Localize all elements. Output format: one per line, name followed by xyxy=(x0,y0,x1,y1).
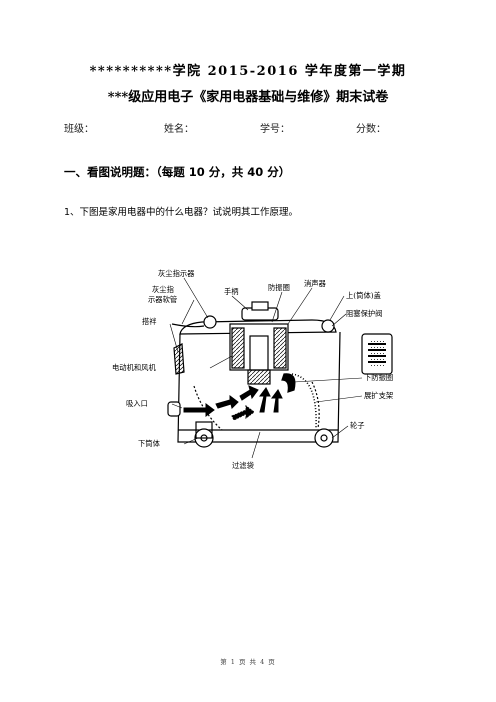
label-dust-indicator: 灰尘指示器 xyxy=(158,269,195,278)
label-top-cover: 上(筒体)盖 xyxy=(346,291,381,300)
label-buckle: 搭袢 xyxy=(142,317,157,326)
label-vibration-ring: 防振圈 xyxy=(268,283,290,292)
label-dust-hose-2: 示器软管 xyxy=(148,295,177,304)
label-wheel: 轮子 xyxy=(350,421,365,430)
class-field: 班级： xyxy=(64,124,94,135)
exam-subtitle: ***级应用电子《家用电器基础与维修》期末试卷 xyxy=(107,90,389,105)
label-muffler: 消声器 xyxy=(304,279,327,288)
vacuum-cleaner-diagram: 灰尘指示器 灰尘指 示器软管 手柄 防振圈 消声器 上(筒体)盖 阻塞保护阀 搭… xyxy=(112,269,393,470)
page-footer: 第 1 页 共 4 页 xyxy=(220,658,276,666)
student-id-field: 学号： xyxy=(260,124,290,135)
question-1: 1、下图是家用电器中的什么电器？试说明其工作原理。 xyxy=(64,207,299,218)
airflow-arrows xyxy=(183,385,283,421)
leader-lines xyxy=(169,277,363,459)
label-lower-vibration-ring: 下防振圈 xyxy=(364,373,393,382)
label-lower-barrel: 下筒体 xyxy=(138,439,161,448)
vacuum-body xyxy=(167,301,393,448)
label-expansion-bracket: 展扩支架 xyxy=(364,391,393,400)
exam-title: **********学院 2015-2016 学年度第一学期 xyxy=(89,64,407,79)
label-filter-bag: 过滤袋 xyxy=(232,461,255,470)
label-motor-fan: 电动机和风机 xyxy=(112,363,156,372)
label-dust-hose-1: 灰尘指 xyxy=(152,285,174,294)
label-inlet: 吸入口 xyxy=(126,399,148,408)
label-handle: 手柄 xyxy=(224,287,239,296)
label-blocking-valve: 阻塞保护阀 xyxy=(346,309,382,318)
name-field: 姓名： xyxy=(164,124,194,135)
section-heading: 一、看图说明题：（每题 10 分，共 40 分） xyxy=(64,165,291,179)
score-field: 分数： xyxy=(356,124,386,135)
